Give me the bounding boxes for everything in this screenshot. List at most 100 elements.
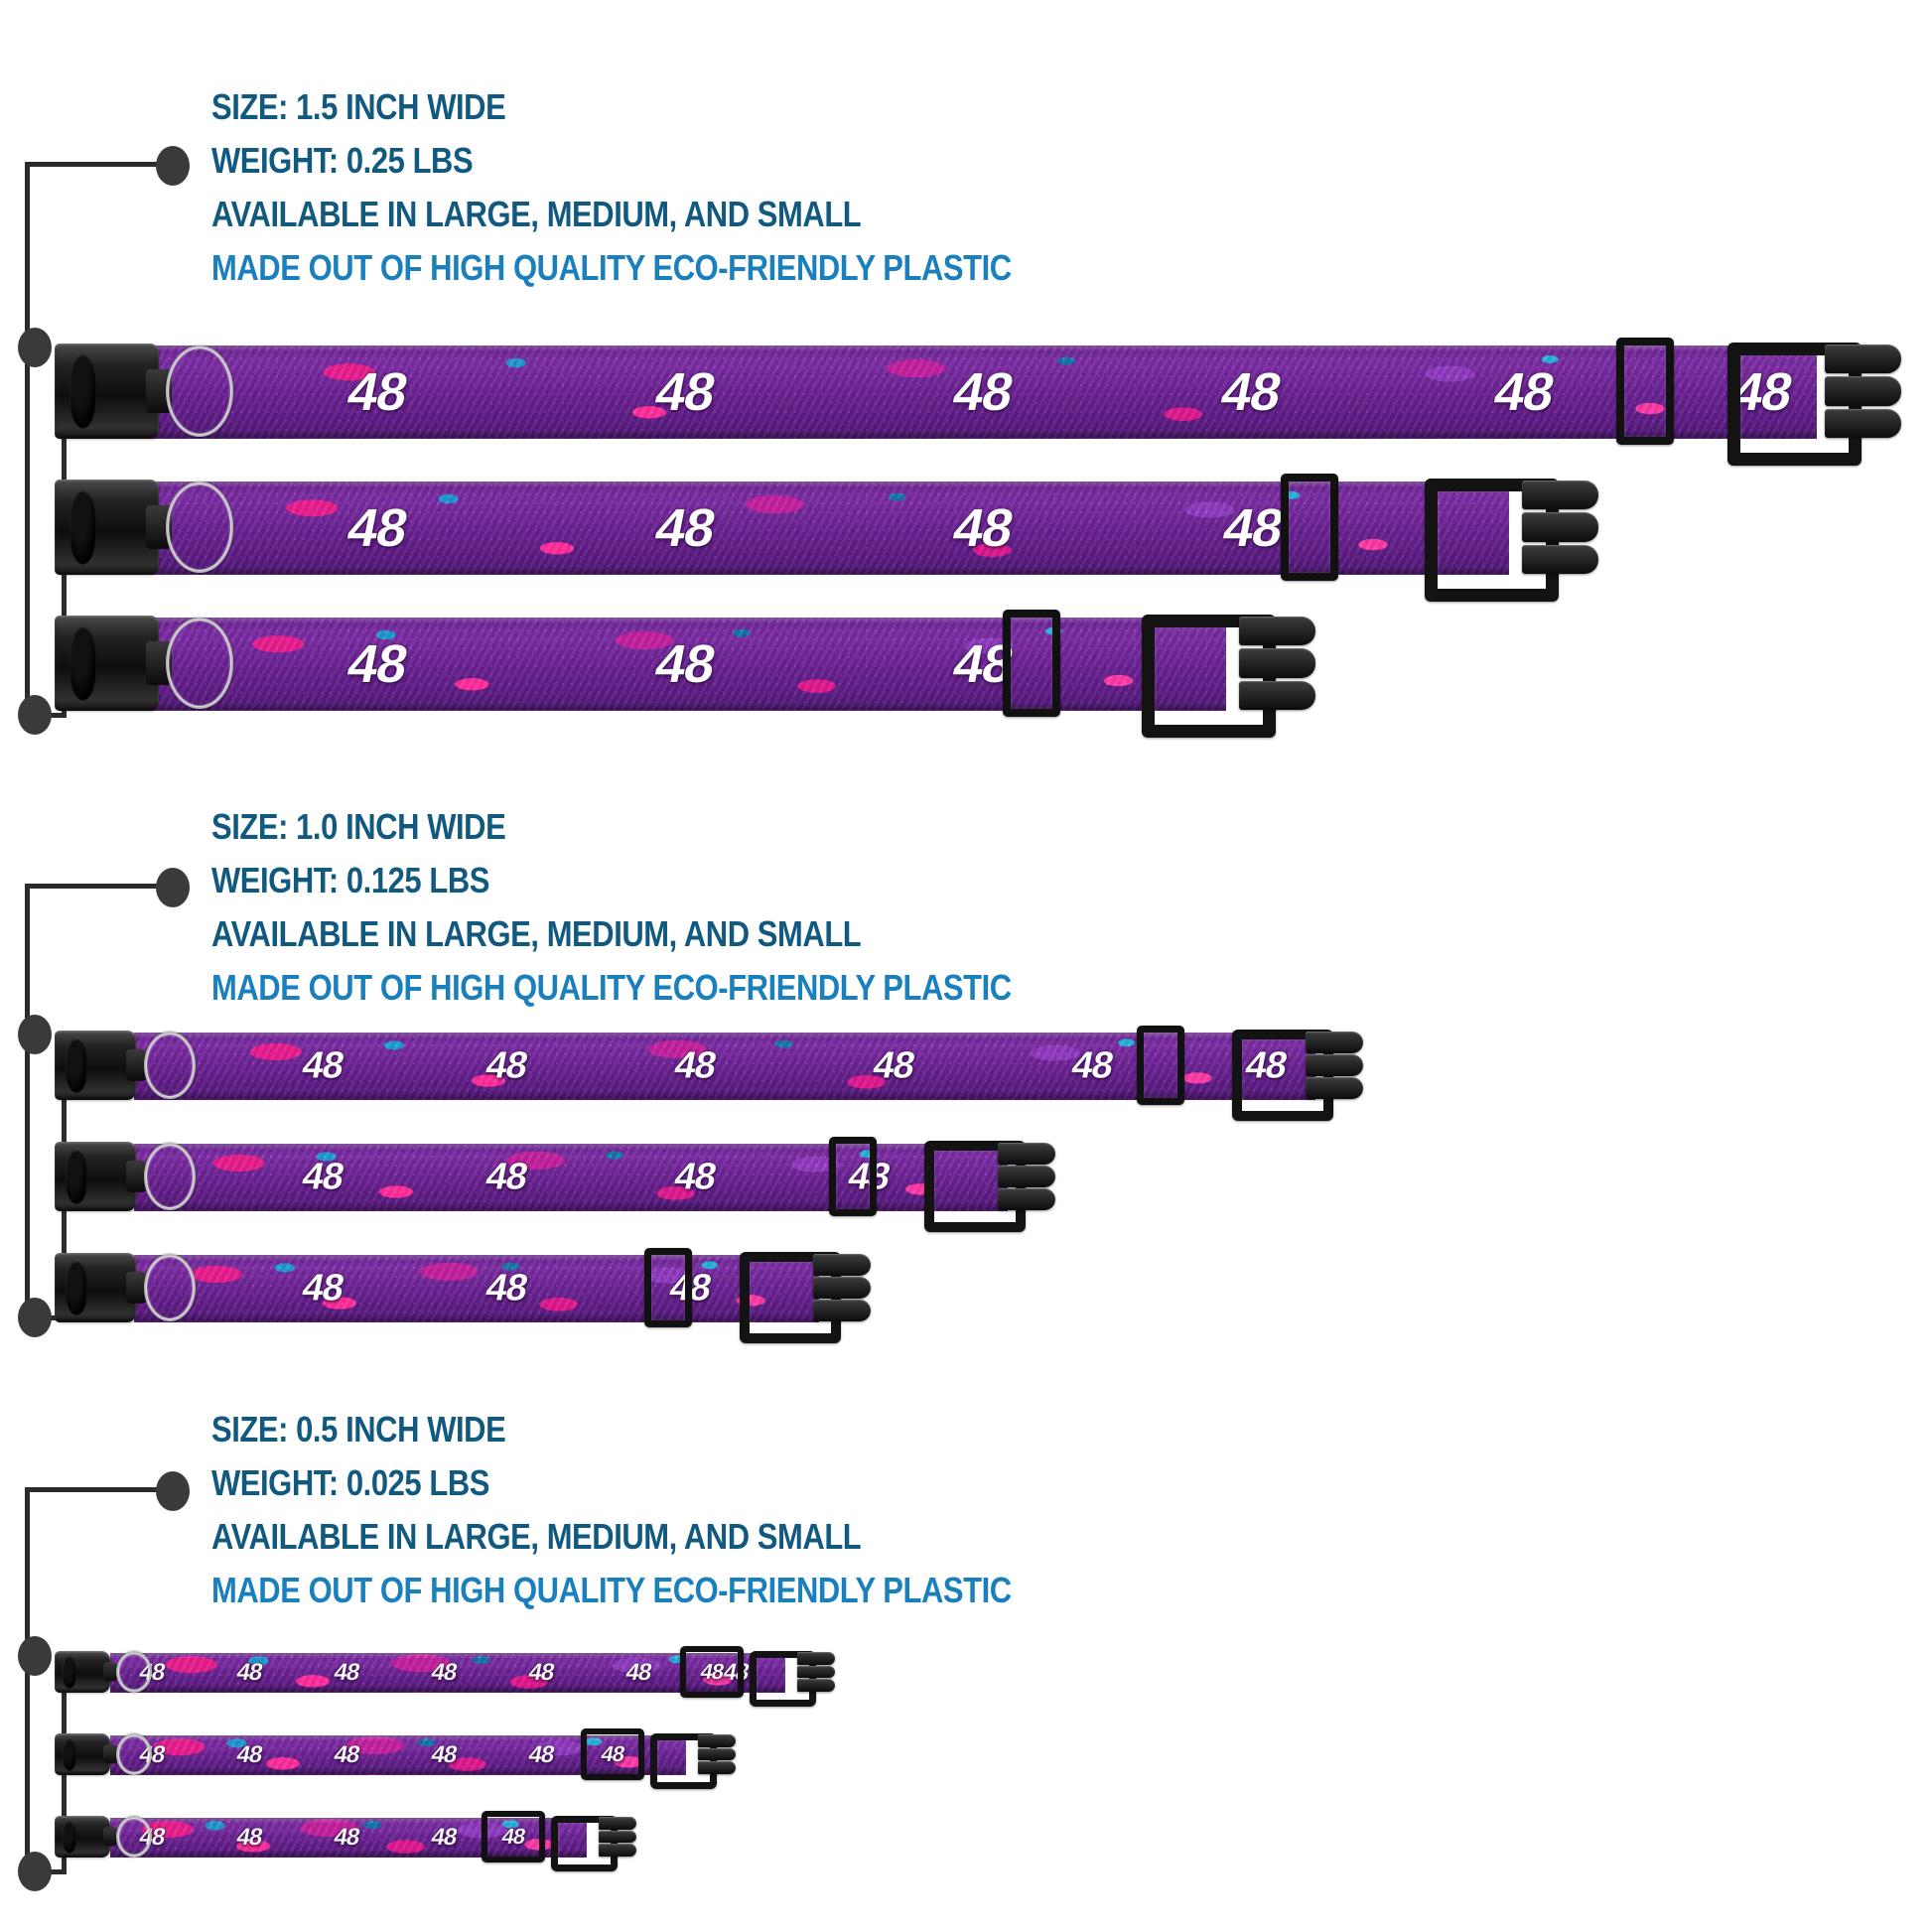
strap-slider-adjuster[interactable] — [644, 1248, 692, 1327]
buckle-frame — [650, 1733, 718, 1789]
strap-number: 48 — [332, 1741, 362, 1769]
strap-number: 48 — [234, 1741, 265, 1769]
strap-number: 48 — [332, 1824, 362, 1852]
buckle-male-half-icon[interactable] — [750, 1651, 835, 1707]
strap-number: 48 — [499, 1824, 527, 1850]
buckle-male-half-icon[interactable] — [740, 1252, 871, 1343]
collar-strap: 48 48 48 — [134, 1255, 819, 1322]
d-ring-icon[interactable] — [116, 1651, 152, 1693]
collar-s3-small[interactable]: 48 48 48 48 48 — [55, 1811, 690, 1871]
collar-s1-large[interactable]: 48 48 48 48 48 48 — [55, 338, 1931, 466]
strap-number: 48 — [623, 1659, 654, 1687]
side-release-buckle-icon[interactable] — [55, 1733, 110, 1775]
buckle-prong-top — [1305, 1032, 1363, 1053]
buckle-male-half-icon[interactable] — [551, 1816, 636, 1871]
strap-slider-adjuster[interactable]: 48 — [680, 1646, 744, 1698]
buckle-prong-mid — [797, 1665, 835, 1679]
collar-s1-medium[interactable]: 48 48 48 48 — [55, 474, 1643, 602]
buckle-male-half-icon[interactable] — [1142, 615, 1315, 738]
strap-number: 48 — [1218, 498, 1288, 559]
buckle-prong-top — [997, 1143, 1055, 1165]
strap-number: 48 — [234, 1824, 265, 1852]
strap-number: 48 — [298, 1267, 347, 1310]
side-release-buckle-icon[interactable] — [55, 344, 159, 439]
side-release-buckle-icon[interactable] — [55, 1651, 110, 1693]
side-release-buckle-icon[interactable] — [55, 616, 159, 711]
d-ring-icon[interactable] — [144, 1143, 196, 1210]
side-release-buckle-icon[interactable] — [55, 480, 159, 575]
d-ring-icon[interactable] — [116, 1816, 152, 1858]
buckle-male-half-icon[interactable] — [1232, 1030, 1363, 1121]
buckle-prong-top — [1522, 481, 1598, 510]
strap-number: 48 — [670, 1156, 720, 1198]
callout-dot-top — [156, 146, 190, 186]
strap-slider-adjuster[interactable] — [1616, 338, 1674, 445]
size-line: SIZE: 1.5 INCH WIDE — [211, 86, 506, 127]
buckle-male-half-icon[interactable] — [1727, 343, 1901, 466]
anchor-dot-upper — [18, 328, 52, 367]
side-release-buckle-icon[interactable] — [55, 1816, 110, 1858]
side-release-buckle-icon[interactable] — [55, 1142, 136, 1211]
collar-strap: 48 48 48 48 48 — [110, 1735, 686, 1775]
strap-number: 48 — [482, 1267, 531, 1310]
collar-s2-small[interactable]: 48 48 48 — [55, 1248, 889, 1343]
d-ring-icon[interactable] — [166, 345, 233, 437]
buckle-prong-mid — [1522, 512, 1598, 542]
buckle-male-half-icon[interactable] — [650, 1733, 736, 1789]
d-ring-icon[interactable] — [116, 1733, 152, 1775]
buckle-prong-mid — [1825, 376, 1901, 406]
anchor-dot-lower — [18, 695, 52, 735]
connector-v-outer — [25, 1487, 30, 1874]
strap-number: 48 — [298, 1156, 347, 1198]
strap-number: 48 — [343, 498, 412, 559]
buckle-male-half-icon[interactable] — [924, 1141, 1055, 1232]
buckle-prong-mid — [1305, 1054, 1363, 1076]
anchor-dot-upper — [18, 1636, 52, 1676]
buckle-prong-mid — [599, 1830, 636, 1844]
strap-slider-adjuster[interactable] — [1281, 474, 1338, 581]
connector-h-top — [25, 162, 174, 167]
buckle-prong-bottom — [1239, 680, 1315, 710]
connector-h-top — [25, 884, 174, 889]
strap-number: 48 — [1067, 1044, 1117, 1087]
connector-v-outer — [25, 162, 30, 718]
buckle-frame — [551, 1816, 619, 1871]
buckle-prong-bottom — [1305, 1077, 1363, 1099]
d-ring-icon[interactable] — [144, 1254, 196, 1321]
buckle-prong-top — [1239, 617, 1315, 646]
collar-strap: 48 48 48 48 — [134, 1144, 1008, 1211]
weight-line: WEIGHT: 0.025 LBS — [211, 1462, 489, 1503]
d-ring-icon[interactable] — [166, 618, 233, 709]
anchor-dot-lower — [18, 1298, 52, 1337]
buckle-male-half-icon[interactable] — [1425, 479, 1598, 602]
collar-s2-medium[interactable]: 48 48 48 48 — [55, 1137, 1077, 1232]
strap-number: 48 — [1216, 362, 1286, 423]
material-line: MADE OUT OF HIGH QUALITY ECO-FRIENDLY PL… — [211, 247, 1012, 288]
strap-slider-adjuster[interactable] — [829, 1137, 877, 1216]
buckle-prong-bottom — [997, 1188, 1055, 1210]
strap-slider-adjuster[interactable] — [1003, 610, 1060, 717]
callout-text-section-2: SIZE: 1.0 INCH WIDE WEIGHT: 0.125 LBS AV… — [211, 809, 1142, 1006]
availability-line: AVAILABLE IN LARGE, MEDIUM, AND SMALL — [211, 1516, 862, 1557]
strap-number: 48 — [948, 362, 1018, 423]
strap-number: 48 — [698, 1659, 726, 1685]
d-ring-icon[interactable] — [166, 482, 233, 573]
d-ring-icon[interactable] — [144, 1032, 196, 1099]
strap-slider-adjuster[interactable]: 48 — [581, 1728, 644, 1780]
strap-number: 48 — [650, 498, 720, 559]
side-release-buckle-icon[interactable] — [55, 1253, 136, 1322]
collar-s2-large[interactable]: 48 48 48 48 48 48 — [55, 1026, 1385, 1121]
collar-s3-large[interactable]: 48 48 48 48 48 48 48 48 — [55, 1646, 849, 1707]
collar-s1-small[interactable]: 48 48 48 — [55, 610, 1365, 738]
collar-strap: 48 48 48 — [149, 618, 1226, 711]
collar-strap: 48 48 48 48 — [110, 1818, 587, 1858]
buckle-prong-mid — [698, 1747, 736, 1761]
side-release-buckle-icon[interactable] — [55, 1031, 136, 1100]
strap-slider-adjuster[interactable] — [1137, 1026, 1184, 1105]
connector-h-top — [25, 1487, 174, 1492]
buckle-prong-bottom — [1522, 544, 1598, 574]
strap-slider-adjuster[interactable]: 48 — [482, 1811, 545, 1863]
buckle-prong-bottom — [797, 1679, 835, 1692]
collar-s3-medium[interactable]: 48 48 48 48 48 48 — [55, 1728, 789, 1789]
callout-text-section-1: SIZE: 1.5 INCH WIDE WEIGHT: 0.25 LBS AVA… — [211, 89, 1142, 286]
